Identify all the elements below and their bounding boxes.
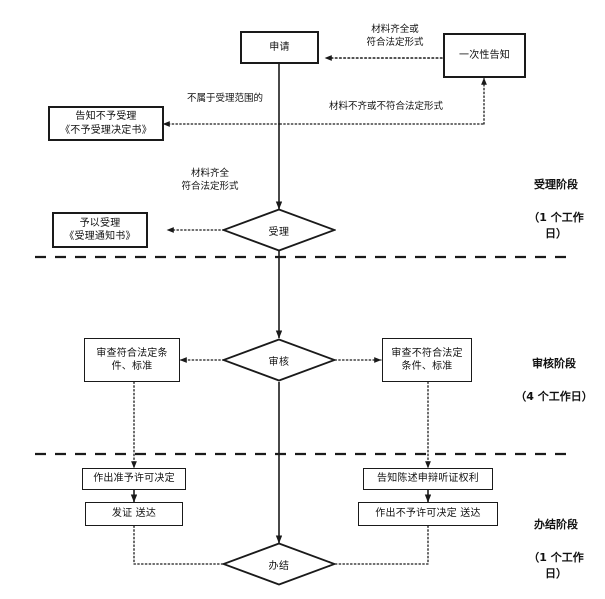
decision-complete[interactable]: 办结	[222, 542, 336, 586]
decision-review[interactable]: 审核	[222, 338, 336, 382]
edge-label-materials-complete-conform: 材料齐全 符合法定形式	[181, 168, 239, 192]
node-grant-acceptance[interactable]: 予以受理 《受理通知书》	[52, 212, 148, 248]
stage-label-acceptance-name: 受理阶段	[534, 177, 578, 191]
edge-label-not-in-scope: 不属于受理范围的	[186, 93, 263, 104]
stage-label-completion-duration: （1 个工作 日）	[528, 550, 584, 581]
node-issue-and-deliver[interactable]: 发证 送达	[85, 502, 183, 526]
node-review-conform[interactable]: 审查符合法定条 件、标准	[84, 338, 180, 382]
stage-label-review: 审核阶段 （4 个工作日）	[506, 339, 602, 422]
node-decide-permit[interactable]: 作出准予许可决定	[82, 468, 186, 490]
node-decide-no-permit-deliver[interactable]: 作出不予许可决定 送达	[358, 502, 498, 526]
stage-label-review-name: 审核阶段	[532, 356, 576, 370]
decision-acceptance[interactable]: 受理	[222, 208, 336, 252]
decision-acceptance-label: 受理	[268, 226, 290, 238]
stage-label-acceptance-duration: （1 个工作 日）	[528, 210, 584, 241]
node-notify-statement-rights[interactable]: 告知陈述申辩听证权利	[363, 468, 493, 490]
stage-label-completion-name: 办结阶段	[534, 517, 578, 531]
decision-complete-label: 办结	[268, 560, 290, 572]
node-review-not-conform[interactable]: 审查不符合法定 条件、标准	[382, 338, 472, 382]
stage-label-completion: 办结阶段 （1 个工作 日）	[508, 500, 604, 599]
stage-label-acceptance: 受理阶段 （1 个工作 日）	[508, 160, 604, 259]
stage-label-review-duration: （4 个工作日）	[515, 389, 593, 403]
edge-label-materials-incomplete: 材料不齐或不符合法定形式	[328, 101, 443, 112]
node-notify-reject-acceptance[interactable]: 告知不予受理 《不予受理决定书》	[48, 106, 164, 141]
node-apply[interactable]: 申请	[240, 31, 319, 64]
node-one-time-notice[interactable]: 一次性告知	[443, 33, 526, 78]
decision-review-label: 审核	[268, 356, 290, 368]
edge-label-materials-complete-or-conform: 材料齐全或 符合法定形式	[366, 24, 424, 48]
